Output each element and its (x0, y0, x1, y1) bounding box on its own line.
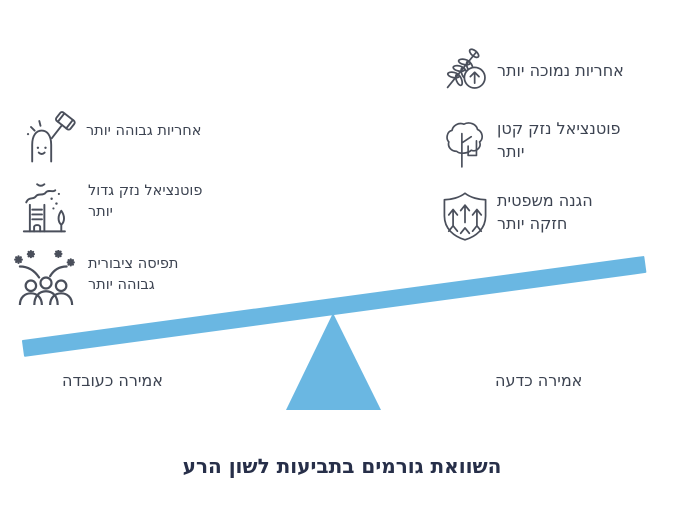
shield-arrows-icon (439, 190, 491, 242)
factor-greater-damage-potential: פוטנציאל נזק גדול יותר (88, 183, 203, 220)
right-side-label-statement-as-opinion: אמירה כדעה (495, 371, 583, 390)
tree-icon (440, 118, 490, 170)
diagram-title: השוואת גורמים בתביעות לשון הרע (182, 454, 502, 478)
factor-higher-public-perception: תפיסה ציבורית גבוהה יותר (88, 256, 179, 293)
factor-lower-responsibility: אחריות נמוכה יותר (497, 61, 624, 80)
factor-stronger-legal-defense: הגנה משפטית חזקה יותר (497, 191, 593, 233)
left-side-label-statement-as-fact: אמירה כעובדה (62, 371, 163, 390)
wheat-up-arrow-icon (440, 42, 492, 96)
factor-smaller-damage-potential: פוטנציאל נזק קטן יותר (497, 119, 621, 161)
damaged-building-icon (17, 177, 79, 235)
crowd-sparks-icon (13, 250, 79, 305)
seesaw-fulcrum-triangle (286, 313, 381, 410)
gavel-mole-icon (20, 108, 80, 165)
factor-higher-responsibility: אחריות גבוהה יותר (86, 123, 202, 139)
